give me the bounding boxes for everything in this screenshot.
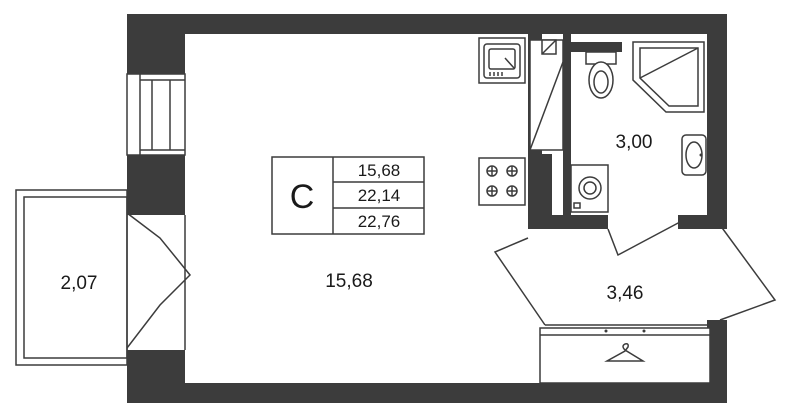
window-left: [126, 73, 186, 156]
wall-bottom: [127, 383, 727, 403]
toilet-icon: [585, 51, 617, 99]
wall-right: [707, 14, 727, 224]
wall-bath-top-stub: [570, 42, 622, 52]
kitchen-duct: [529, 39, 564, 151]
badge-value-living: 15,68: [358, 161, 401, 180]
room-label-balcony: 2,07: [61, 273, 98, 294]
room-label-hall: 3,46: [607, 283, 644, 304]
wardrobe: [539, 327, 711, 384]
hall-entry: [493, 224, 777, 326]
room-label-bathroom: 3,00: [616, 132, 653, 153]
sink-icon: [478, 37, 526, 84]
wall-bath-bottom: [528, 215, 608, 229]
area-badge: С 15,68 22,14 22,76: [271, 156, 425, 235]
balcony: [15, 189, 192, 366]
wall-bath-left-lower: [528, 154, 552, 226]
wall-top: [127, 14, 727, 34]
bath-door: [607, 221, 681, 257]
wall-left-top: [127, 14, 185, 74]
room-label-living: 15,68: [325, 271, 373, 292]
shower-icon: [632, 41, 705, 113]
wall-bath-bottom-right: [678, 215, 727, 229]
wall-left-mid: [127, 155, 185, 215]
outer-walls: [127, 14, 727, 403]
washing-machine-icon: [570, 164, 609, 213]
badge-value-with-balcony: 22,76: [358, 212, 401, 231]
wall-right-lower: [707, 320, 727, 403]
washbasin-icon: [681, 134, 707, 176]
hanger-icon: [604, 343, 646, 362]
badge-letter: С: [290, 178, 315, 216]
wall-left-bottom: [127, 350, 185, 403]
badge-value-total: 22,14: [358, 186, 401, 205]
wall-bath-divider: [563, 34, 571, 229]
stove-icon: [478, 157, 526, 206]
